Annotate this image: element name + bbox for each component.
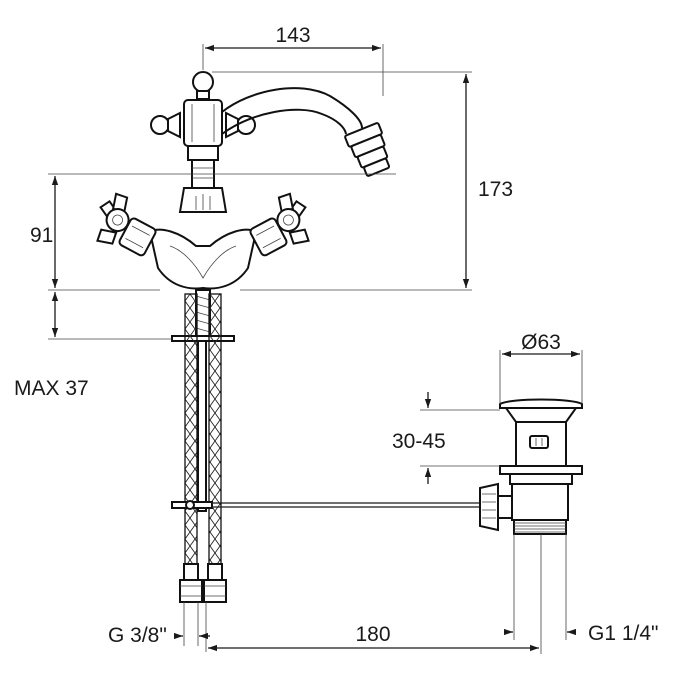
dim-lower-height: 91	[30, 224, 53, 247]
dim-waste-adjust: 30-45	[392, 430, 446, 453]
dim-inlet-thread: G 3/8"	[108, 624, 167, 647]
dim-max-deck: MAX 37	[14, 377, 89, 400]
dimension-lines	[48, 44, 583, 654]
dim-spout-reach: 143	[275, 24, 310, 47]
dim-waste-diameter: Ø63	[521, 331, 561, 354]
dim-waste-thread: G1 1/4"	[588, 622, 659, 645]
mixer-tap	[96, 71, 480, 603]
dim-pop-up-distance: 180	[355, 623, 390, 646]
dim-total-height: 173	[478, 178, 513, 201]
pop-up-waste	[479, 398, 583, 535]
